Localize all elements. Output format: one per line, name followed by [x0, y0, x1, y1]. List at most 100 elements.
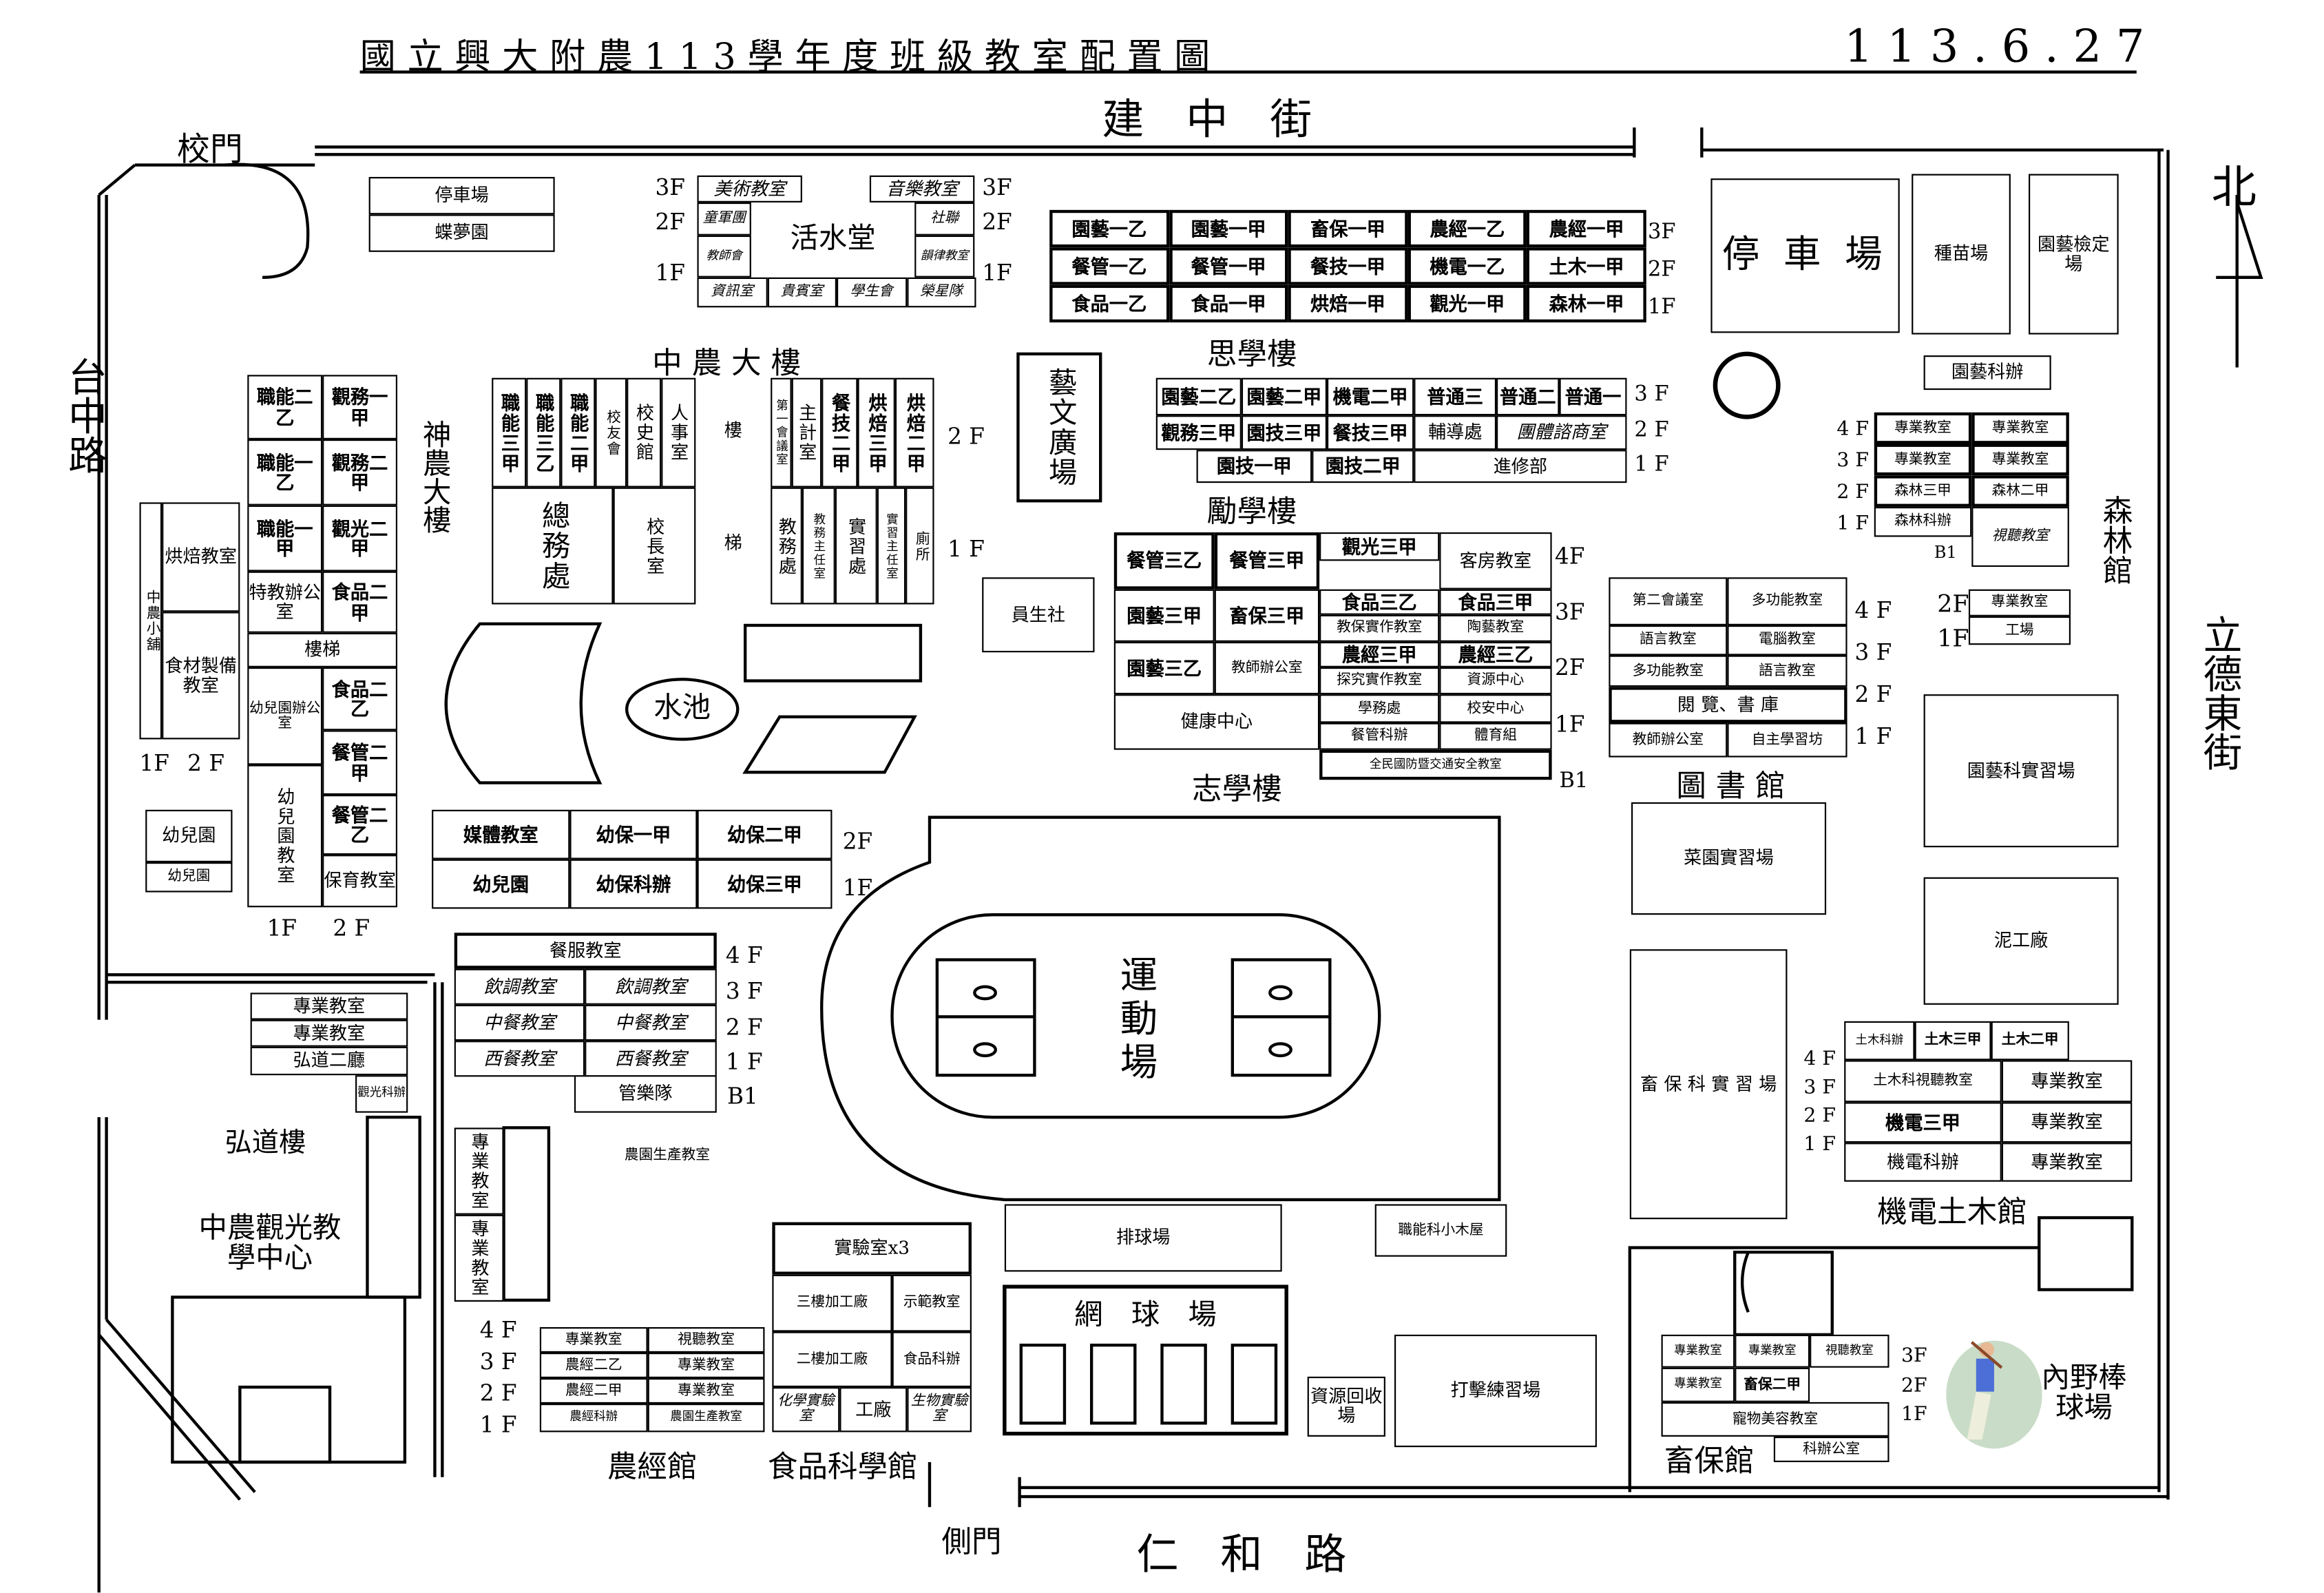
label-hongdao-name: 弘道樓 [224, 1127, 306, 1160]
coop-store: 員生社 [982, 577, 1095, 653]
label-floors-s2: 2 F [1634, 418, 1669, 443]
room-forest-rooms-5: 森林二甲 [1971, 475, 2069, 507]
room-shennong-rooms-2: 職能一乙 [247, 439, 323, 506]
room-huoshui-rooms-2: 童軍團 [697, 202, 751, 236]
label-floors-s2: 2 F [725, 1013, 763, 1041]
label-floors-f3: 3F [1647, 220, 1676, 244]
room-canfu-rooms-5: 西餐教室 [454, 1041, 585, 1077]
room-lixue-rooms-8: 餐技三甲 [1326, 415, 1414, 450]
room-food-rooms-7: 生物實驗室 [907, 1387, 972, 1433]
room-forest-rooms-6: 森林科辦 [1874, 506, 1972, 537]
label-xubao-name: 畜保館 [1664, 1442, 1755, 1479]
room-food-rooms-2: 示範教室 [892, 1274, 972, 1332]
room-parking_top-rooms-1: 蝶夢園 [368, 214, 555, 252]
room-zhixue-rooms-13: 探究實作教室 [1319, 667, 1440, 695]
room-sixue-rooms-12: 烘焙一甲 [1288, 284, 1408, 323]
room-zhongnong-rooms-0: 職能三甲 [492, 377, 527, 488]
room-shennong-rooms-6: 特教辦公室 [247, 571, 323, 633]
round-structure [1713, 351, 1781, 419]
room-jidian-rooms-1: 土木三甲 [1914, 1021, 1991, 1061]
room-sixue-rooms-8: 機電一乙 [1407, 247, 1527, 285]
room-shennong-rooms-11: 餐管二甲 [322, 730, 398, 795]
room-huoshui-rooms-1: 音樂教室 [869, 175, 975, 202]
room-huoshui-rooms-7: 貴賓室 [766, 277, 837, 308]
room-youbao-rooms-2: 幼保二甲 [697, 809, 833, 860]
room-zhixue-rooms-1: 餐管三甲 [1214, 532, 1320, 590]
room-canfu-rooms-2: 飲調教室 [585, 968, 717, 1005]
room-library-rooms-8: 自主學習坊 [1727, 722, 1847, 758]
label-floors-f2: 2F [1647, 258, 1676, 282]
room-zhongnong-rooms-12: 烘焙二甲 [894, 377, 934, 488]
room-fields-mud: 泥工廠 [1923, 877, 2119, 1005]
label-floors-s1: 1 F [948, 535, 985, 563]
label-floors-f2: 2F [842, 827, 873, 855]
label-floors-s2: 2 F [1803, 1105, 1836, 1128]
room-zhixue-rooms-20: 體育組 [1439, 722, 1552, 750]
room-zhongnong-rooms-8: 第一會議室 [771, 377, 792, 488]
room-forest-rooms-3: 專業教室 [1971, 444, 2069, 476]
room-hongdao-rooms-3: 觀光科辦 [355, 1075, 408, 1113]
room-zhixue-rooms-21: 全民國防暨交通安全教室 [1319, 749, 1552, 780]
room-sixue-rooms-14: 森林一甲 [1527, 284, 1646, 323]
room-jidian-rooms-0: 土木科辦 [1844, 1021, 1915, 1061]
label-floors-f1: 1F [655, 259, 685, 287]
room-zhixue-rooms-14: 農經三乙 [1439, 641, 1552, 667]
room-sixue-rooms-7: 餐技一甲 [1288, 247, 1408, 285]
room-zhongnong-rooms-2: 職能二甲 [561, 377, 596, 488]
label-floors-s3: 3 F [1836, 450, 1869, 472]
baseball-label: 內野棒球場 [2041, 1362, 2127, 1425]
room-jidian-rooms-8: 專業教室 [2001, 1143, 2133, 1182]
room-zhongnong-rooms-11: 烘焙三甲 [857, 377, 895, 488]
room-sixue-rooms-2: 畜保一甲 [1288, 209, 1408, 248]
label-zhixue-name: 志學樓 [1192, 771, 1282, 807]
room-zhixue-rooms-11: 教師辦公室 [1214, 641, 1320, 695]
room-ne-horti_test: 園藝檢定場 [2029, 174, 2119, 335]
room-fields-livestock_practice: 畜 保 科 實 習 場 [1629, 949, 1788, 1220]
room-shennong-rooms-12: 幼兒園教室 [247, 764, 323, 908]
room-shennong-rooms-7: 食品二甲 [322, 571, 398, 633]
label-nongjing-name: 農經館 [607, 1448, 698, 1485]
room-zhongnong-rooms-3: 校友會 [595, 377, 627, 488]
room-zhixue-rooms-5: 畜保三甲 [1214, 589, 1320, 642]
room-food-rooms-3: 二樓加工廠 [772, 1331, 892, 1388]
room-food-rooms-1: 三樓加工廠 [772, 1274, 892, 1332]
label-floors-s1: 1 F [1634, 452, 1669, 477]
room-zhongnong-rooms-19: 廁所 [905, 487, 934, 605]
room-zhongnong-rooms-4: 校史館 [627, 377, 662, 488]
pond-shape [625, 678, 740, 741]
room-lixue-rooms-9: 輔導處 [1414, 415, 1497, 450]
room-library-rooms-2: 語言教室 [1609, 625, 1728, 656]
room-shennong-rooms-3: 觀務二甲 [322, 439, 398, 506]
room-sixue-rooms-9: 土木一甲 [1527, 247, 1646, 285]
room-zhixue-rooms-2: 觀光三甲 [1319, 532, 1440, 561]
farm-room-label: 農園生產教室 [624, 1147, 710, 1164]
label-floors-s3: 3 F [479, 1348, 517, 1375]
room-zhixue-rooms-0: 餐管三乙 [1113, 532, 1215, 590]
room-zhixue-rooms-17: 學務處 [1319, 694, 1440, 723]
room-zhongnong-rooms-9: 主計室 [791, 377, 822, 488]
room-forest-rooms-2: 專業教室 [1874, 444, 1972, 476]
room-zhixue-rooms-7: 教保實作教室 [1319, 614, 1440, 642]
baseball-player-icon [1946, 1340, 2042, 1449]
room-library-rooms-1: 多功能教室 [1727, 577, 1847, 625]
label-floors-s3: 3 F [1634, 382, 1669, 407]
label-floors-s2: 2 F [1836, 481, 1869, 504]
plaza-rect [743, 623, 923, 683]
room-zhongnong-rooms-14: 校長室 [613, 487, 696, 605]
label-floors-s1: 1 F [725, 1048, 763, 1076]
room-library-rooms-5: 語言教室 [1727, 655, 1847, 687]
room-shennong-rooms-0: 職能二乙 [247, 375, 323, 439]
label-floors-f1: 1F [1554, 711, 1585, 738]
room-sixue-rooms-13: 觀光一甲 [1407, 284, 1527, 323]
room-hongdao-rooms-1: 專業教室 [250, 1019, 408, 1047]
street-north: 建 中 街 [1102, 94, 1312, 145]
tennis-court-area [1003, 1284, 1288, 1436]
room-huoshui-rooms-9: 榮星隊 [906, 277, 976, 308]
label-floors-s3: 3 F [725, 977, 763, 1005]
room-fields-batting: 打擊練習場 [1394, 1334, 1597, 1448]
label-zhongnong-name: 中 農 大 樓 [652, 344, 801, 382]
room-prof-rooms-1: 專業教室 [454, 1214, 504, 1302]
room-zhixue-rooms-15: 資源中心 [1439, 667, 1552, 695]
room-shennong-rooms-14: 保育教室 [322, 855, 398, 908]
